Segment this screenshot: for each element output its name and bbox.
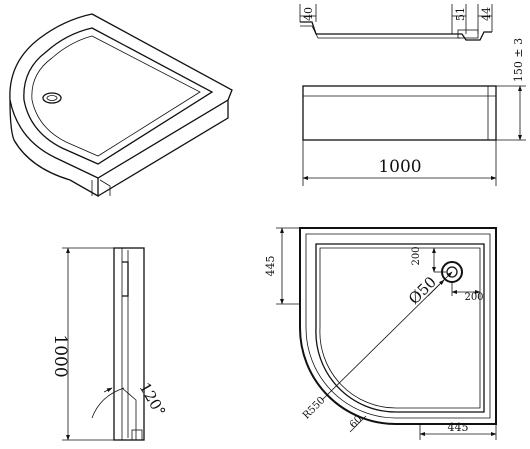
front-height-label: 150 ± 3: [512, 38, 525, 82]
plan-offset-y-label: 200: [411, 246, 422, 265]
plan-offset-x-label: 200: [464, 292, 483, 303]
plan-depth-label: 445: [264, 256, 277, 277]
profile-dim-44: 44: [480, 7, 493, 21]
plan-width-label: 445: [448, 421, 469, 434]
profile-dim-51: 51: [454, 7, 467, 21]
profile-dim-40: 40: [302, 7, 315, 21]
tray-outline: [299, 227, 497, 425]
side-angle-label: 120°: [136, 379, 170, 419]
drain-icon: [42, 92, 62, 104]
plan-view: R550 Ø50 60 200 200 445 445: [264, 227, 497, 440]
side-length-label: 1000: [50, 334, 70, 377]
front-view: 1000 150 ± 3: [302, 38, 526, 186]
plan-radius-label: R550: [301, 395, 328, 422]
top-profile-view: 40 51 44: [299, 4, 493, 41]
front-width-label: 1000: [378, 157, 421, 177]
plan-rim-label: 60: [348, 414, 365, 431]
isometric-view: [9, 13, 233, 198]
side-view: 1000 120°: [50, 247, 170, 441]
plan-diameter-label: Ø50: [405, 273, 440, 308]
